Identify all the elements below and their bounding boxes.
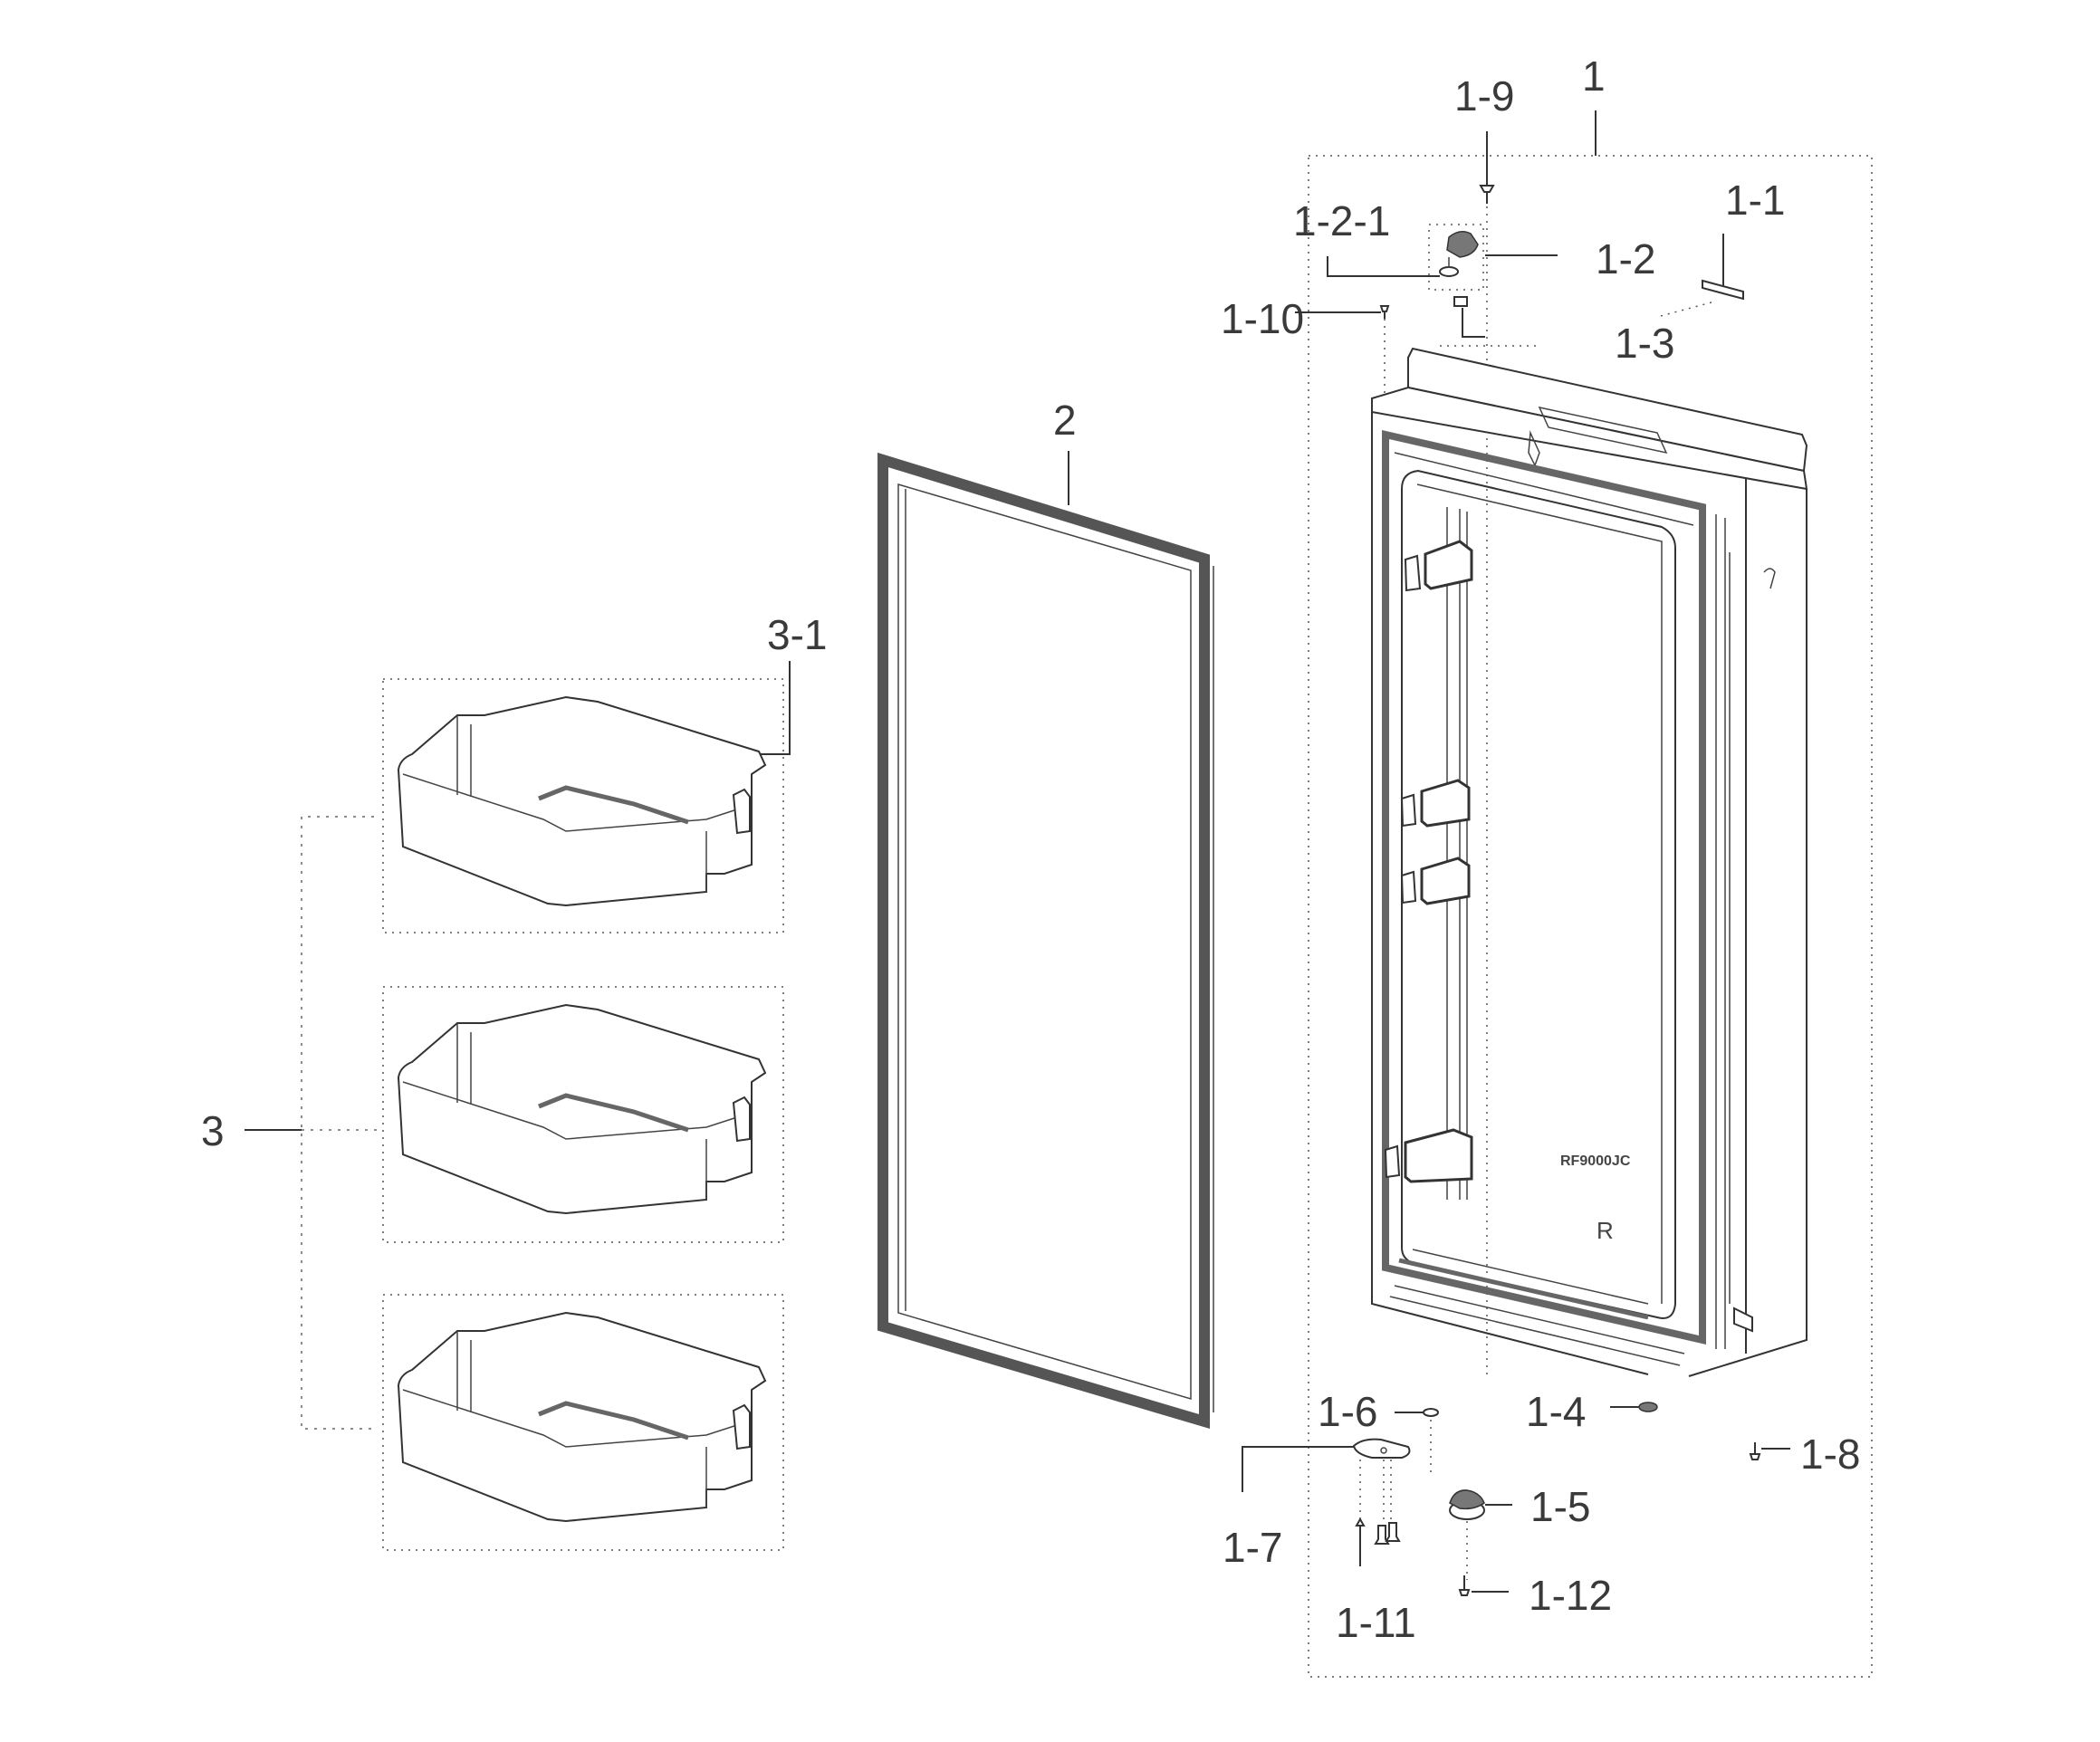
bin-support-4 (1384, 1128, 1473, 1183)
callout-1-6: 1-6 (1318, 1388, 1377, 1435)
callout-1-12: 1-12 (1529, 1572, 1612, 1619)
lower-hinge-cap-icon (1449, 1489, 1485, 1520)
door-bin-3[interactable] (382, 1294, 784, 1551)
lower-washer-icon (1423, 1408, 1439, 1417)
lower-hinge-plate-icon (1352, 1438, 1411, 1459)
upper-hinge-group-box (1428, 224, 1484, 291)
callout-1-4: 1-4 (1526, 1388, 1586, 1435)
model-marking: RF9000JC (1560, 1153, 1631, 1169)
top-clip-icon (1453, 296, 1468, 307)
callout-1-3-leader (1462, 308, 1485, 338)
hinge-screws-icon (1355, 1517, 1401, 1566)
screw-1-8-icon (1749, 1442, 1761, 1460)
callout-1: 1 (1582, 53, 1606, 100)
callout-3-1-leader (756, 661, 791, 755)
upper-hinge-cap-icon (1439, 231, 1479, 277)
side-mark-R: R (1597, 1217, 1614, 1244)
bin-support-2 (1400, 779, 1471, 828)
callout-1-1: 1-1 (1725, 177, 1785, 224)
door-stopper-icon (1638, 1402, 1658, 1412)
callout-1-11: 1-11 (1336, 1599, 1416, 1646)
callout-1-7: 1-7 (1223, 1524, 1282, 1571)
screw-icon (1479, 185, 1495, 204)
refrigerator-door: RF9000JC R (1371, 347, 1808, 1377)
callout-1-10: 1-10 (1221, 295, 1304, 342)
callout-1-9: 1-9 (1454, 72, 1514, 120)
door-bin-2[interactable] (382, 986, 784, 1243)
bin-group-bracket (301, 816, 374, 1430)
door-bin-1[interactable] (382, 678, 784, 933)
callout-1-2-1-leader (1327, 256, 1440, 277)
callout-1-8: 1-8 (1800, 1431, 1860, 1478)
callout-1-2-1: 1-2-1 (1293, 197, 1390, 244)
bottom-screw-icon (1458, 1575, 1471, 1596)
bin-support-3 (1400, 857, 1471, 905)
small-screw-icon (1379, 305, 1390, 319)
callout-3-1: 3-1 (767, 611, 827, 658)
callout-1-5: 1-5 (1530, 1483, 1590, 1530)
callout-2: 2 (1053, 397, 1077, 444)
callout-1-7-leader (1242, 1446, 1354, 1492)
top-bracket-icon (1702, 279, 1744, 301)
door-gasket (877, 452, 1214, 1430)
callout-1-3: 1-3 (1615, 320, 1674, 367)
bin-support-1 (1404, 540, 1473, 592)
callout-1-2: 1-2 (1596, 235, 1655, 282)
callout-3: 3 (201, 1107, 225, 1154)
